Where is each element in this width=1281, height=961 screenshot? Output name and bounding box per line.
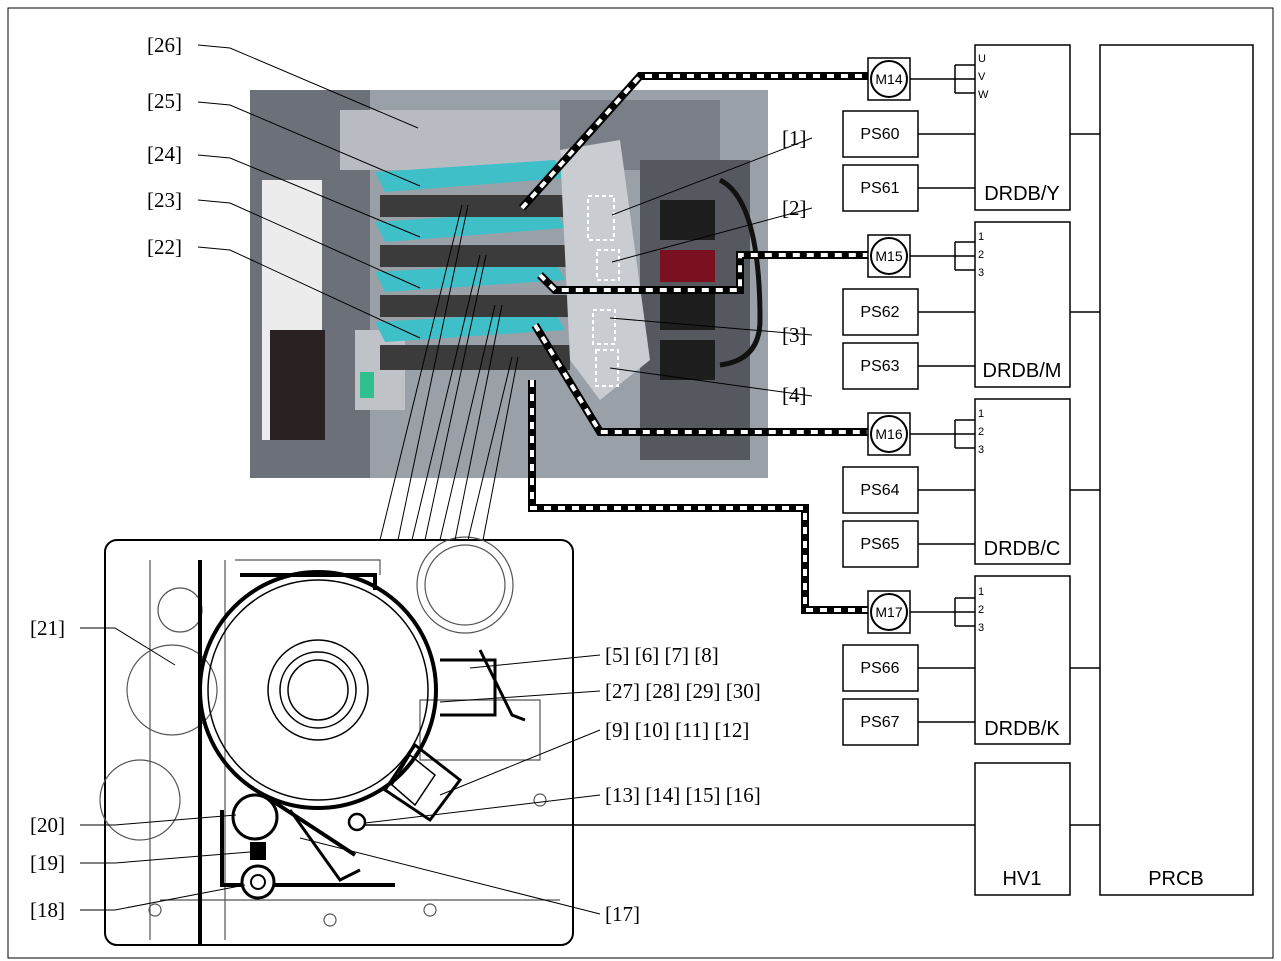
callout-20: [20]	[30, 813, 65, 837]
phase-y-2: W	[978, 89, 989, 101]
prcb-label: PRCB	[1148, 868, 1204, 890]
phase-k-2: 3	[978, 622, 984, 634]
motor-m14: M14	[868, 58, 910, 100]
callout-17: [17]	[605, 902, 640, 926]
charge-roller	[233, 795, 277, 839]
callout-24: [24]	[147, 142, 182, 166]
phase-k-1: 2	[978, 604, 984, 616]
phase-c-0: 1	[978, 408, 984, 420]
charge-terminal	[349, 814, 365, 830]
phase-c-2: 3	[978, 444, 984, 456]
ps64-label: PS64	[860, 482, 899, 499]
cleaning-roller	[242, 866, 274, 898]
ps63-label: PS63	[860, 358, 899, 375]
motor-m14-label: M14	[875, 71, 902, 87]
ps60-label: PS60	[860, 126, 899, 143]
hv1-label: HV1	[1003, 868, 1042, 890]
phase-y-1: V	[978, 71, 986, 83]
drdb-y-label: DRDB/Y	[984, 183, 1060, 205]
callout-2: [2]	[782, 196, 807, 220]
callout-9-12: [9] [10] [11] [12]	[605, 718, 749, 742]
callout-13-16: [13] [14] [15] [16]	[605, 783, 761, 807]
ps61-label: PS61	[860, 180, 899, 197]
phase-m-0: 1	[978, 231, 984, 243]
callout-5-8: [5] [6] [7] [8]	[605, 643, 719, 667]
drum-unit-photo	[250, 90, 768, 478]
callout-21: [21]	[30, 616, 65, 640]
drdb-m-label: DRDB/M	[983, 360, 1062, 382]
callout-25: [25]	[147, 89, 182, 113]
drdb-c-label: DRDB/C	[984, 538, 1061, 560]
motor-m15: M15	[868, 235, 910, 277]
phase-y-0: U	[978, 53, 986, 65]
ps66-label: PS66	[860, 660, 899, 677]
callout-26: [26]	[147, 33, 182, 57]
callout-3: [3]	[782, 323, 807, 347]
callout-4: [4]	[782, 383, 807, 407]
motor-m17: M17	[868, 591, 910, 633]
motor-m16: M16	[868, 413, 910, 455]
phase-k-0: 1	[978, 586, 984, 598]
cross-section-inset	[100, 537, 573, 945]
callout-19: [19]	[30, 851, 65, 875]
motor-m15-label: M15	[875, 248, 902, 264]
board-prcb	[1100, 45, 1253, 895]
ps67-label: PS67	[860, 714, 899, 731]
drdb-k-label: DRDB/K	[984, 718, 1060, 740]
motor-m16-label: M16	[875, 426, 902, 442]
charge-roller-holder	[250, 842, 266, 860]
ps65-label: PS65	[860, 536, 899, 553]
callout-22: [22]	[147, 235, 182, 259]
motor-m17-label: M17	[875, 604, 902, 620]
phase-m-2: 3	[978, 267, 984, 279]
phase-m-1: 2	[978, 249, 984, 261]
phase-c-1: 2	[978, 426, 984, 438]
callout-23: [23]	[147, 188, 182, 212]
callout-18: [18]	[30, 898, 65, 922]
ps62-label: PS62	[860, 304, 899, 321]
callout-27-30: [27] [28] [29] [30]	[605, 679, 761, 703]
callout-1: [1]	[782, 126, 807, 150]
